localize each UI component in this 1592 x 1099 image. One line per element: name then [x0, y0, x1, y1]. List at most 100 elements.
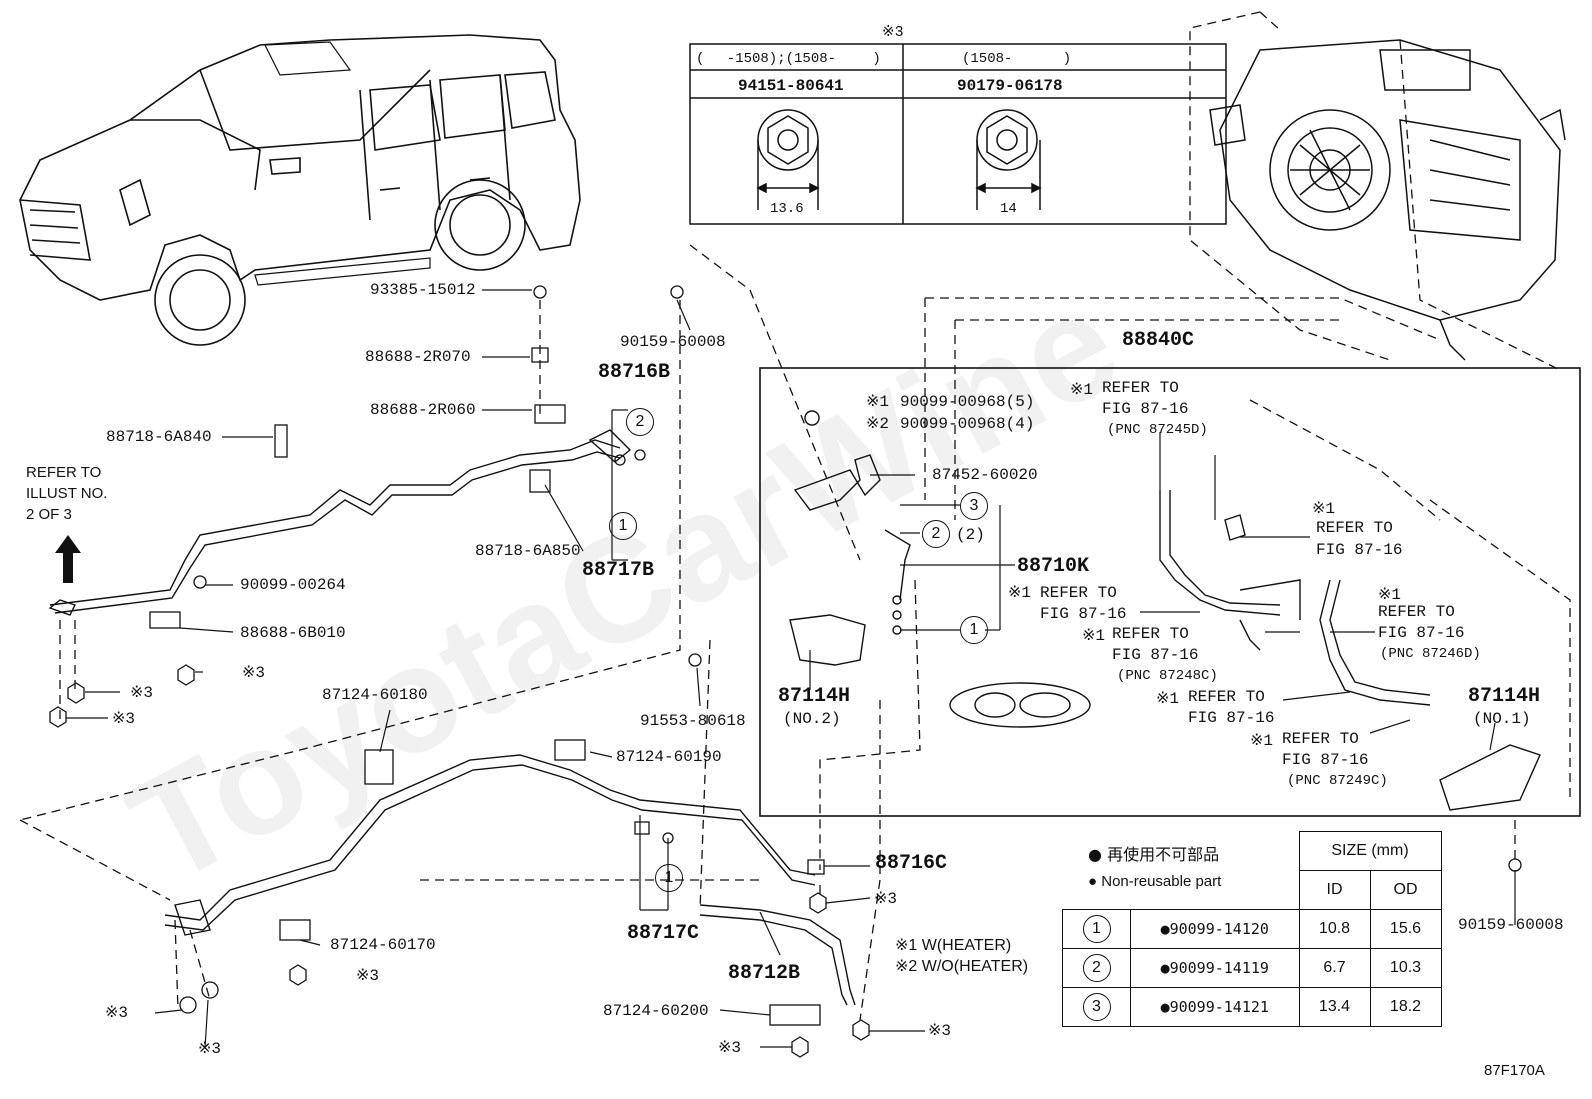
- label-88688-6b010: 88688-6B010: [240, 624, 346, 642]
- label-no1: (NO.1): [1473, 710, 1531, 728]
- x1-ref-g: ※1: [1250, 732, 1274, 750]
- x1-ref-c: ※1: [1008, 584, 1032, 602]
- ref-b-1: REFER TO: [1316, 519, 1393, 537]
- row-part: ●90099-14119: [1130, 948, 1300, 988]
- row-id: 10.8: [1298, 909, 1371, 949]
- x3-mark-7: ※3: [718, 1039, 742, 1057]
- x2-mark-90099-4: ※2: [866, 415, 890, 433]
- label-90099-00264: 90099-00264: [240, 576, 346, 594]
- hvac-unit-illustration: [1209, 39, 1566, 361]
- nut-col1-part: 94151-80641: [738, 77, 844, 95]
- refer-illust-line1: REFER TO: [26, 464, 102, 481]
- box-parts: [789, 410, 1541, 811]
- ref-g-1: REFER TO: [1282, 730, 1359, 748]
- legend-dot-icon: ●: [1088, 873, 1098, 890]
- label-90099-00968-4: 90099-00968(4): [900, 415, 1035, 433]
- circle-3-box: 3: [960, 492, 988, 520]
- up-arrow-icon: [55, 535, 81, 583]
- nut-col1-size: 13.6: [770, 201, 804, 217]
- label-88710k: 88710K: [1017, 555, 1090, 578]
- x1-ref-f: ※1: [1156, 690, 1180, 708]
- nut-col2-range: (1508- ): [962, 51, 1072, 67]
- nut-col1-range: ( -1508);(1508- ): [696, 51, 881, 67]
- ref-d-3: (PNC 87248C): [1117, 668, 1218, 684]
- label-93385-15012: 93385-15012: [370, 281, 476, 299]
- row-part: ●90099-14120: [1130, 909, 1300, 949]
- label-87124-60170: 87124-60170: [330, 936, 436, 954]
- legend-jp-text: 再使用不可部品: [1107, 845, 1220, 864]
- circle-2-box: 2: [922, 520, 950, 548]
- ref-e-1: REFER TO: [1378, 603, 1455, 621]
- x1-ref-e: ※1: [1378, 586, 1402, 604]
- label-88712b: 88712B: [728, 962, 801, 985]
- row-number: 1: [1082, 915, 1111, 943]
- leader-lines-top-right: [924, 11, 1571, 800]
- lower-pipe-assembly: [164, 754, 856, 1006]
- ref-a-3: (PNC 87245D): [1107, 422, 1208, 438]
- fasteners: [49, 285, 1522, 1058]
- circle-1-88717b: 1: [609, 512, 637, 540]
- ref-f-2: FIG 87-16: [1188, 709, 1275, 727]
- id-header: ID: [1298, 870, 1371, 910]
- size-header: SIZE (mm): [1298, 831, 1442, 871]
- circle-2-88716b: 2: [626, 408, 654, 436]
- leader-lines: [66, 289, 1516, 1049]
- x3-mark-5: ※3: [105, 1004, 129, 1022]
- ref-d-1: REFER TO: [1112, 625, 1189, 643]
- label-90099-00968-5: 90099-00968(5): [900, 393, 1035, 411]
- circle-1-88717c: 1: [655, 864, 683, 892]
- x3-mark-3: ※3: [112, 710, 136, 728]
- label-90159-60008-top: 90159-60008: [620, 333, 726, 351]
- ref-a-1: REFER TO: [1102, 379, 1179, 397]
- label-no2: (NO.2): [783, 710, 841, 728]
- nut-table-grid: [689, 43, 1227, 225]
- x3-mark-8: ※3: [928, 1022, 952, 1040]
- label-90159-60008-right: 90159-60008: [1458, 916, 1564, 934]
- o-ring-size-table: SIZE (mm) ID OD 1 ●90099-14120 10.8 15.6…: [1062, 831, 1442, 1027]
- label-87124-60190: 87124-60190: [616, 748, 722, 766]
- inset-box: [759, 367, 1581, 817]
- x3-mark-2: ※3: [130, 684, 154, 702]
- label-88688-2r060: 88688-2R060: [370, 401, 476, 419]
- od-header: OD: [1369, 870, 1442, 910]
- ref-b-2: FIG 87-16: [1316, 541, 1403, 559]
- label-88716c: 88716C: [875, 852, 948, 875]
- label-88840c: 88840C: [1122, 329, 1195, 352]
- legend-dot-icon: ●: [1088, 845, 1102, 864]
- circle-1-box: 1: [960, 616, 988, 644]
- legend-en-text: Non-reusable part: [1101, 873, 1222, 890]
- ref-c-1: REFER TO: [1040, 584, 1117, 602]
- ref-g-3: (PNC 87249C): [1287, 773, 1388, 789]
- upper-pipe-assembly: [48, 429, 632, 616]
- leader-lines-left: [19, 244, 1516, 1021]
- x1-ref-a: ※1: [1070, 381, 1094, 399]
- ref-e-3: (PNC 87246D): [1380, 646, 1481, 662]
- nut-icon-14: [975, 109, 1042, 210]
- table-row: 3 ●90099-14121 13.4 18.2: [1062, 987, 1442, 1027]
- label-87452-60020: 87452-60020: [932, 466, 1038, 484]
- x3-mark-1: ※3: [242, 664, 266, 682]
- w-heater-note: ※1 W(HEATER): [895, 937, 1012, 954]
- refer-illust-line3: 2 OF 3: [26, 506, 72, 523]
- row-id: 6.7: [1298, 948, 1371, 988]
- vehicle-illustration: [19, 34, 581, 346]
- label-88718-6a840: 88718-6A840: [106, 428, 212, 446]
- ref-g-2: FIG 87-16: [1282, 751, 1369, 769]
- label-87114h-no1: 87114H: [1468, 685, 1541, 708]
- illustration-code: 87F170A: [1484, 1062, 1545, 1079]
- label-88716b: 88716B: [598, 361, 671, 384]
- wo-heater-note: ※2 W/O(HEATER): [895, 958, 1029, 975]
- x1-mark-90099-5: ※1: [866, 393, 890, 411]
- x3-mark-9: ※3: [874, 890, 898, 908]
- label-87124-60200: 87124-60200: [603, 1002, 709, 1020]
- ref-f-1: REFER TO: [1188, 688, 1265, 706]
- nut-icon-13-6: [756, 109, 820, 210]
- legend-en: ● Non-reusable part: [1088, 873, 1221, 891]
- ref-d-2: FIG 87-16: [1112, 646, 1199, 664]
- row-number: 3: [1082, 993, 1111, 1021]
- label-88718-6a850: 88718-6A850: [475, 542, 581, 560]
- table-row: 1 ●90099-14120 10.8 15.6: [1062, 909, 1442, 949]
- label-88717b: 88717B: [582, 559, 655, 582]
